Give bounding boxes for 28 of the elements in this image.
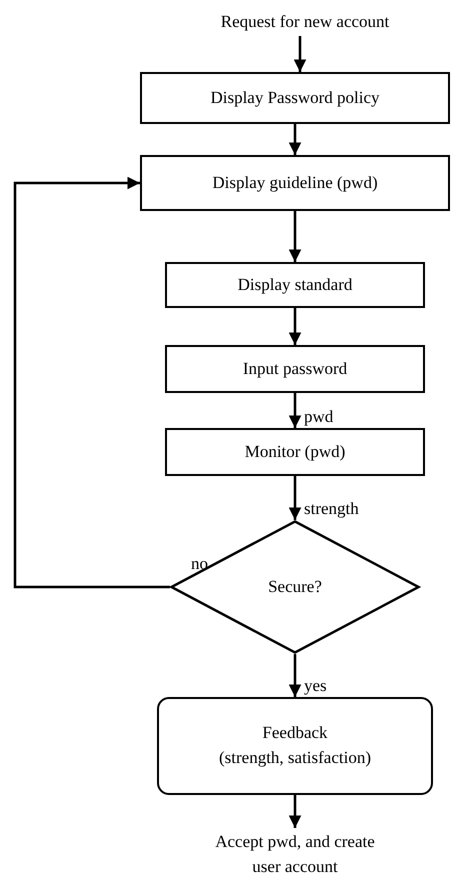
box-label: Display guideline (pwd) (212, 172, 378, 194)
flow-text: Request for new account (220, 10, 390, 33)
arrow (288, 211, 302, 262)
edge-label: strength (303, 500, 360, 517)
process-box (165, 345, 425, 393)
arrow (14, 176, 170, 588)
flow-text: Accept pwd, and create user account (214, 831, 376, 878)
rounded-box (157, 697, 433, 795)
arrow (288, 795, 302, 828)
box-label: Input password (242, 358, 348, 380)
box-label: Monitor (pwd) (244, 440, 346, 463)
arrow (294, 36, 306, 72)
arrow (288, 393, 302, 428)
arrow (288, 476, 302, 520)
process-box (165, 262, 425, 308)
box-label: Display Password policy (210, 86, 380, 109)
process-box (165, 428, 425, 476)
edge-label: pwd (303, 408, 334, 425)
box-label: (strength, satisfaction) (218, 747, 371, 769)
box-label: Secure? (268, 576, 322, 598)
arrow (288, 308, 302, 345)
box-label: Display standard (238, 274, 352, 296)
decision-diamond (170, 520, 420, 654)
process-box (140, 155, 450, 211)
process-box (140, 72, 450, 124)
box-label: Feedback (262, 722, 328, 744)
arrow (288, 124, 302, 155)
arrow (288, 654, 302, 697)
